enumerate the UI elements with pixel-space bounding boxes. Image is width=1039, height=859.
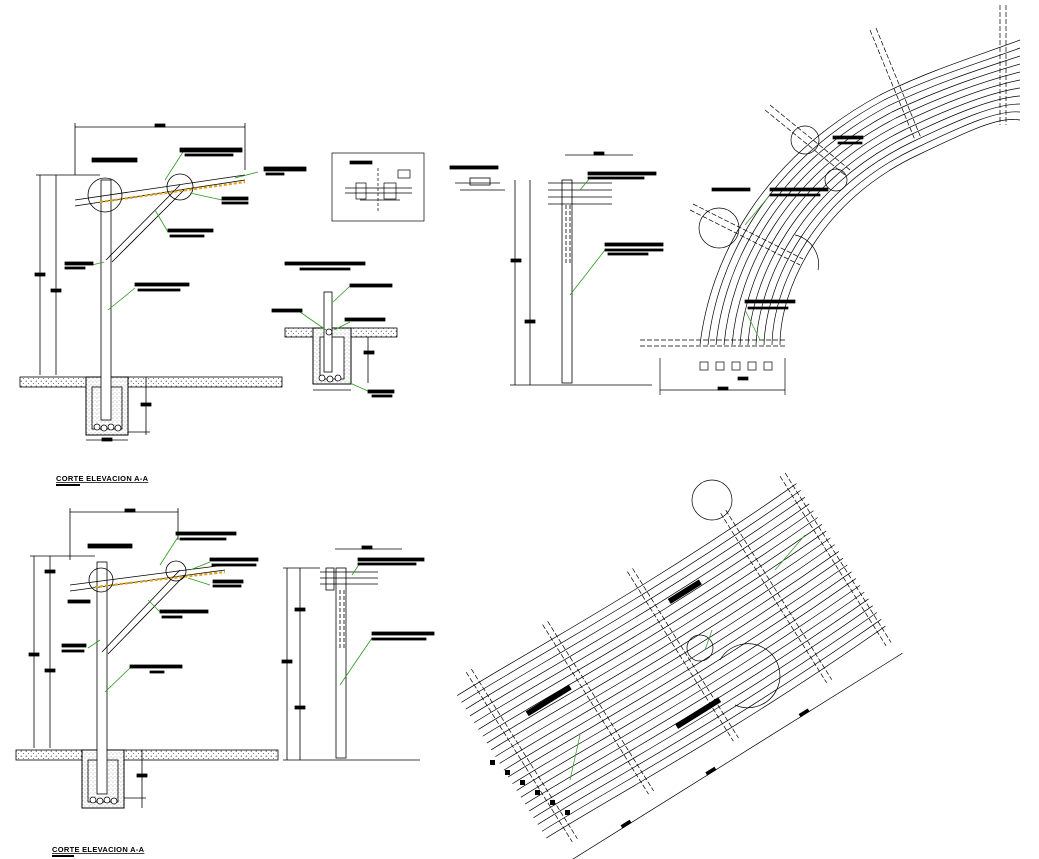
section-title-bottom: CORTE ELEVACION A-A [52,845,145,854]
section-title-top: CORTE ELEVACION A-A [56,474,149,483]
post-elevation-bottom [281,545,435,761]
detail-circle [166,173,194,201]
curved-plan-bottom-right [457,472,903,859]
elevation-bottom-left [15,508,279,809]
post [100,179,112,421]
detail-circle [87,177,123,213]
elevation-top-left [19,123,307,442]
post-elevation-mid [449,151,664,386]
plan-detail-box [331,152,425,222]
curved-plan-top-right [640,5,1021,395]
ground-band [19,376,283,388]
footing-detail [271,261,398,398]
